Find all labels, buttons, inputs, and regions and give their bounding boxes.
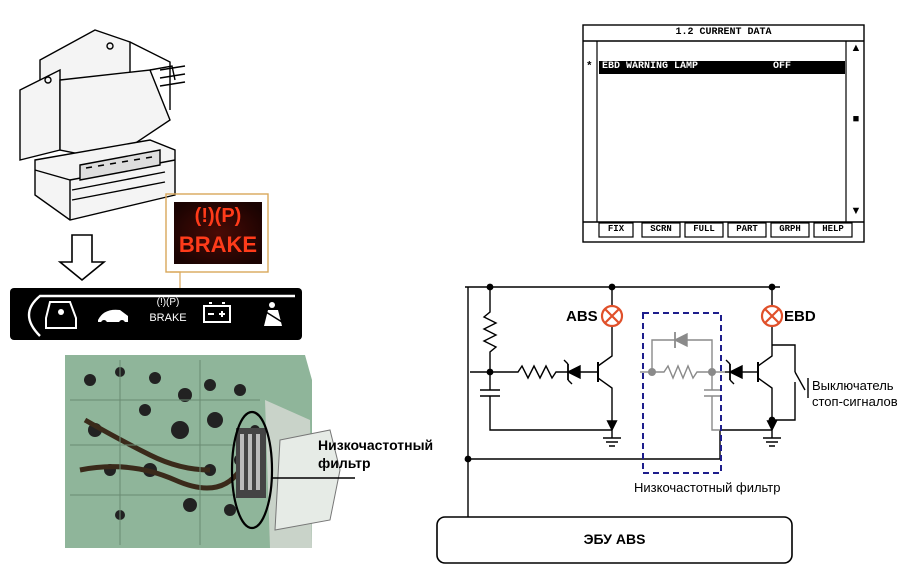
indicator-brake-label: BRAKE xyxy=(178,232,258,257)
scroll-thumb-icon[interactable]: ■ xyxy=(852,113,860,125)
strip-brake-symbols: (!)(P) xyxy=(156,297,180,308)
cluster-board-photo xyxy=(65,355,341,548)
selected-row-highlight xyxy=(599,61,845,74)
cluster-strip xyxy=(10,288,302,340)
battery-icon xyxy=(203,302,231,323)
lpf-nodes xyxy=(648,368,716,376)
lpf-components xyxy=(640,332,725,431)
scroll-down-icon[interactable]: ▼ xyxy=(850,205,862,217)
brake-indicator-panel xyxy=(174,202,262,264)
filter-highlight-ellipse xyxy=(230,410,274,530)
ebd-lamp-label: EBD xyxy=(784,308,816,325)
ecu-label: ЭБУ ABS xyxy=(583,531,646,547)
scroll-up-icon[interactable]: ▲ xyxy=(850,42,862,54)
strip-brake-label: BRAKE xyxy=(149,312,187,324)
grph-button[interactable]: GRPH xyxy=(779,224,801,234)
part-button[interactable]: PART xyxy=(736,224,758,234)
seatbelt-icon xyxy=(264,302,283,326)
junction-dots xyxy=(464,283,776,463)
door-open-icon xyxy=(45,301,77,329)
full-button[interactable]: FULL xyxy=(693,224,715,234)
connector-illustration xyxy=(19,29,186,221)
indicator-symbols: (!)(P) xyxy=(194,205,242,227)
scanner-title: 1.2 CURRENT DATA xyxy=(675,27,772,38)
lpf-dashed-box xyxy=(642,312,722,474)
indicator-frame xyxy=(165,193,269,273)
scanner-row-label[interactable]: EBD WARNING LAMP xyxy=(602,61,699,72)
abs-lamp-label: ABS xyxy=(566,308,598,325)
trunk-open-icon xyxy=(98,309,128,326)
abs-lamp-icon xyxy=(600,304,624,328)
lpf-circuit-label: Низкочастотный фильтр xyxy=(634,480,781,495)
scrn-button[interactable]: SCRN xyxy=(650,224,672,234)
cluster-strip-outline xyxy=(27,294,295,337)
help-button[interactable]: HELP xyxy=(822,224,844,234)
scan-tool-screen xyxy=(582,24,865,243)
scan-function-keys xyxy=(598,222,853,238)
brake-switch-label: Выключатель стоп-сигналов xyxy=(812,378,898,409)
scanner-row-value: OFF xyxy=(773,61,792,72)
down-arrow-icon xyxy=(57,234,107,282)
fix-button[interactable]: FIX xyxy=(607,224,625,234)
ebd-lamp-icon xyxy=(760,304,784,328)
scanner-row-marker: * xyxy=(586,61,593,73)
lpf-photo-label: Низкочастотный фильтр xyxy=(318,437,434,471)
ecu-box xyxy=(436,516,793,564)
